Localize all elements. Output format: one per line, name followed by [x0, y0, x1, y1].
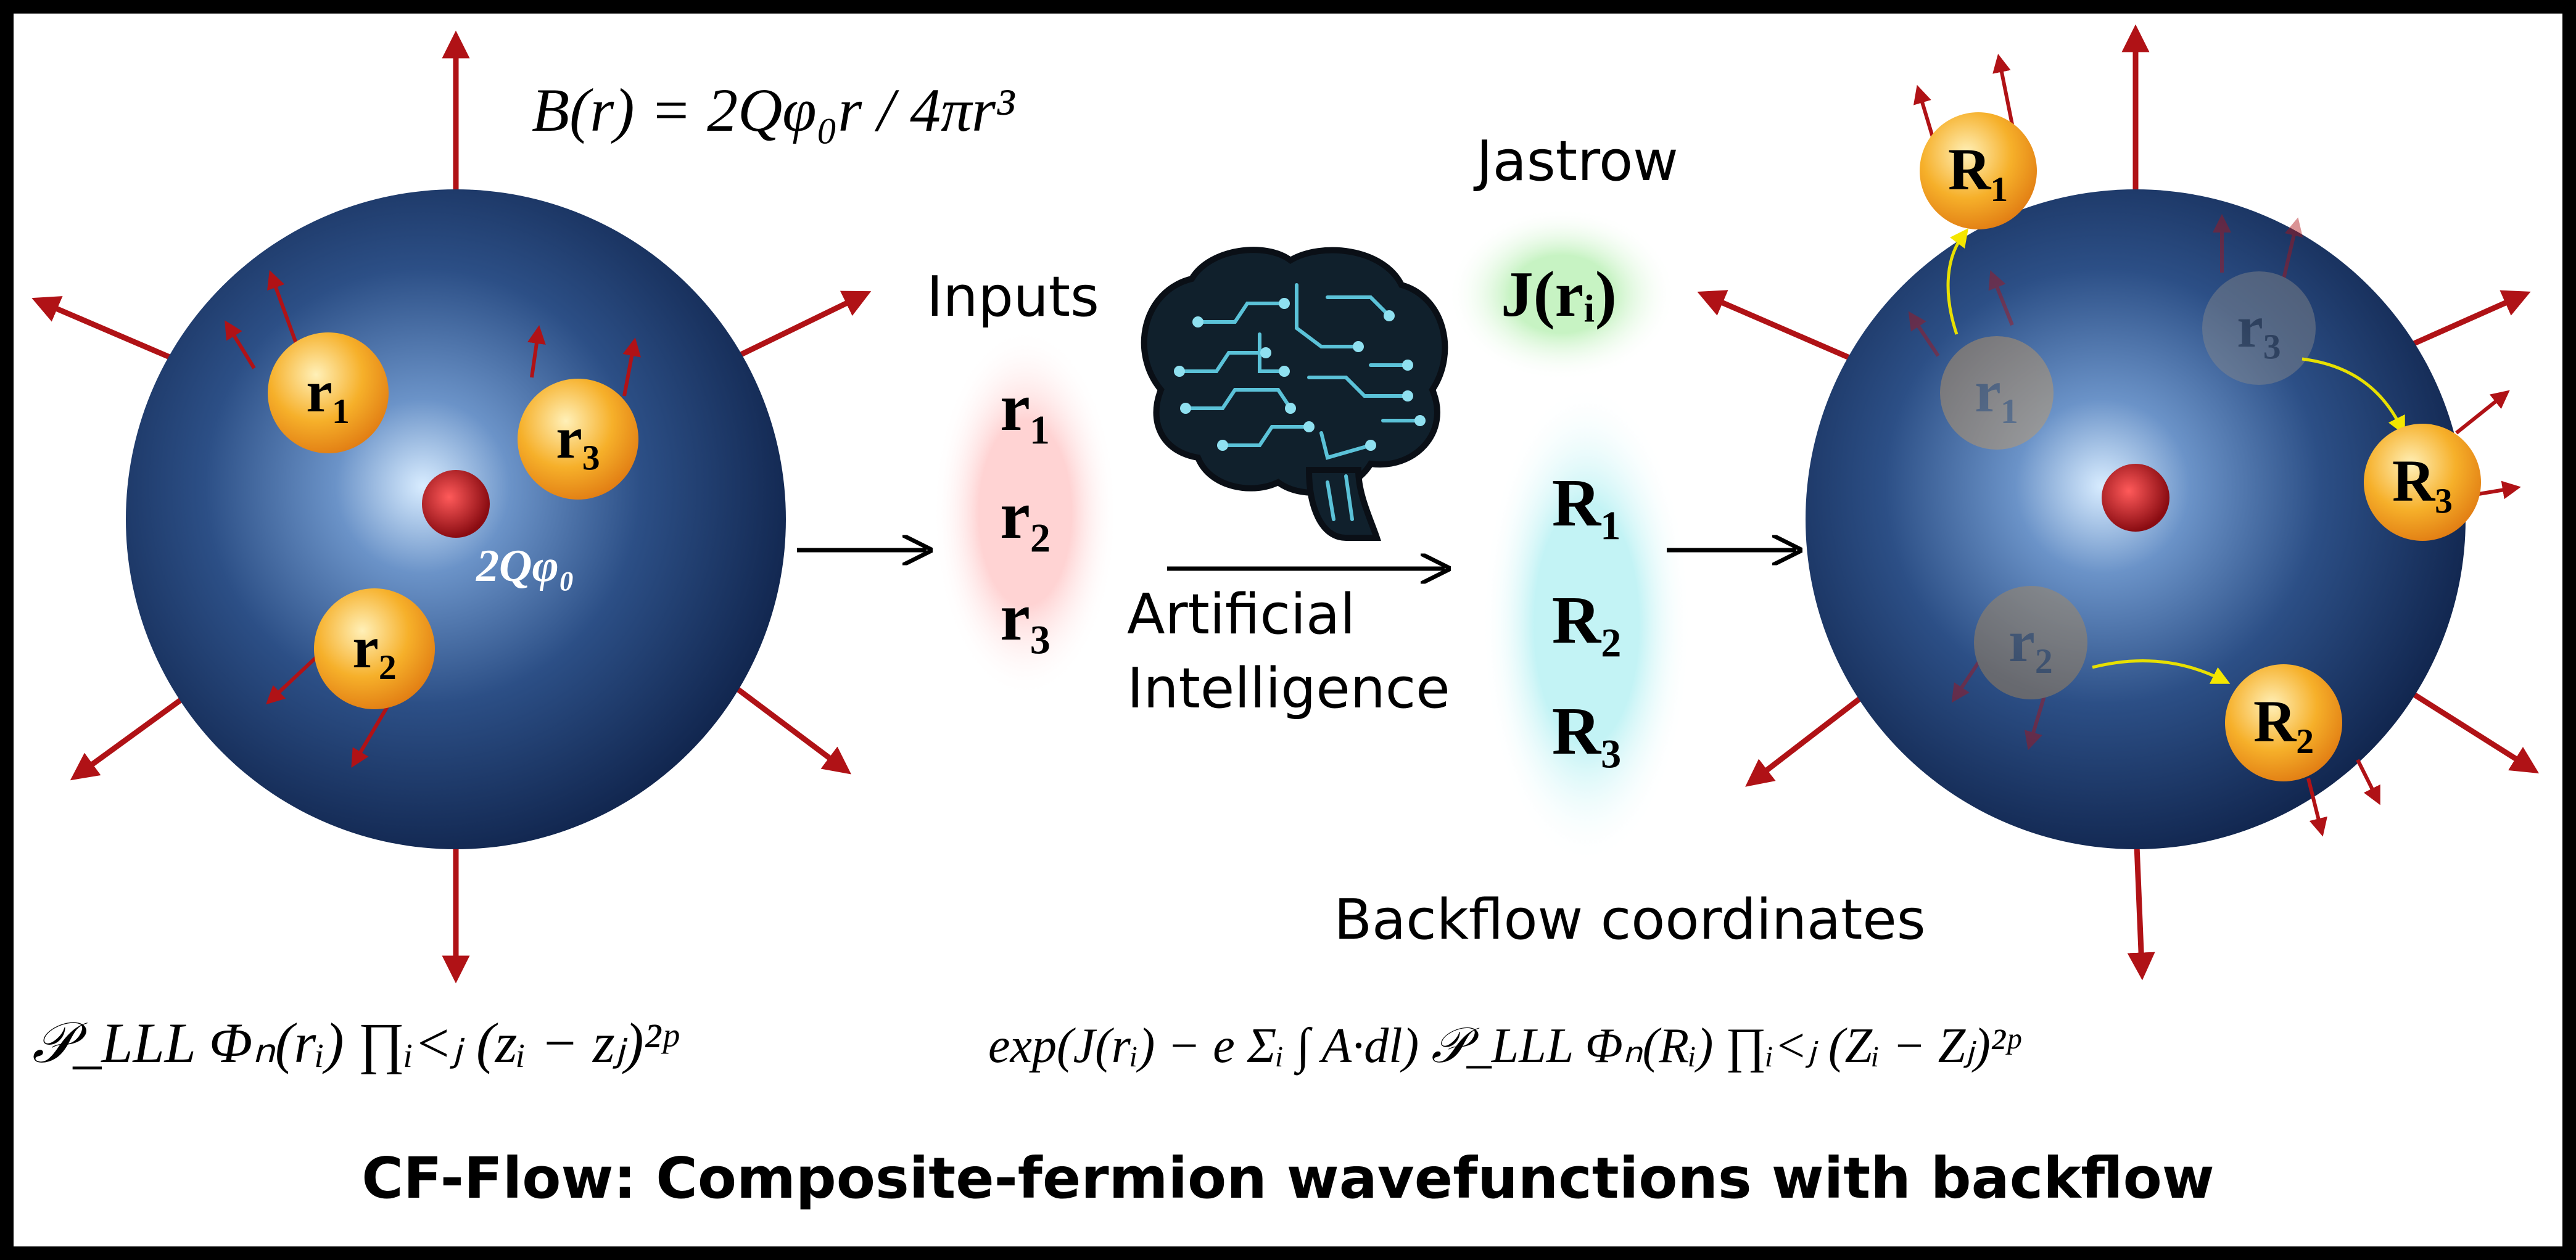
- ai-label-line2: Intelligence: [1127, 656, 1450, 721]
- ghost-r1: r₁: [1975, 358, 2018, 424]
- inputs-label: Inputs: [927, 265, 1099, 329]
- inputs-halo: [933, 328, 1118, 698]
- backflow-R1: R₁: [1552, 465, 1621, 540]
- monopole-right: [2102, 464, 2169, 532]
- field-equation: B(r) = 2Qφ₀r / 4πr³: [532, 76, 1015, 144]
- particle-R3: R₃: [2364, 424, 2481, 541]
- monopole-left: [422, 470, 490, 538]
- input-r3: r₃: [1000, 579, 1051, 654]
- particle-r1: r₁: [268, 332, 389, 453]
- backflow-R2: R₂: [1552, 582, 1621, 657]
- figure-title: CF-Flow: Composite-fermion wavefunctions…: [361, 1145, 2215, 1211]
- formula-left: 𝒫_LLL Φₙ(rᵢ) ∏ᵢ<ⱼ (zᵢ − zⱼ)²ᵖ: [32, 1011, 679, 1074]
- input-r1: r₁: [1000, 369, 1051, 445]
- particle-R2-label: R₂: [2253, 688, 2314, 754]
- flow-arrows: [1946, 228, 2405, 684]
- backflow-group: R₁ R₂ R₃ Backflow coordinates: [1334, 384, 1926, 952]
- particle-r2: r₂: [314, 588, 435, 709]
- figure-canvas: 2Qφ₀ r₁ r₃ r₂ B(r) = 2Qφ₀r / 4πr³ Inputs: [14, 14, 2562, 1246]
- backflow-label: Backflow coordinates: [1334, 887, 1925, 952]
- ghost-r2: r₂: [2008, 608, 2052, 674]
- inputs-group: Inputs r₁ r₂ r₃: [927, 265, 1118, 698]
- particle-R1-label: R₁: [1948, 136, 2008, 202]
- ghost-particles: r₁ r₃ r₂: [1908, 214, 2316, 751]
- particle-arrows-right: [1913, 54, 2521, 837]
- input-r2: r₂: [1000, 477, 1051, 553]
- particle-r1-label: r₁: [306, 358, 350, 424]
- ghost-r3: r₃: [2237, 294, 2281, 360]
- particle-R3-label: R₃: [2392, 448, 2453, 514]
- particle-R1: R₁: [1920, 112, 2037, 229]
- jastrow-halo: [1448, 208, 1676, 381]
- particle-R2: R₂: [2225, 664, 2342, 781]
- backflow-halo: [1482, 384, 1691, 865]
- particle-r3-label: r₃: [556, 405, 600, 471]
- backflow-R3: R₃: [1552, 693, 1621, 768]
- diagram: 2Qφ₀ r₁ r₃ r₂ B(r) = 2Qφ₀r / 4πr³ Inputs: [31, 24, 2540, 1211]
- right-sphere-group: r₁ r₃ r₂ R₁ R₃: [1697, 24, 2540, 981]
- particle-r3: r₃: [518, 379, 638, 500]
- formula-right: exp(J(rᵢ) − e Σᵢ ∫ A·dl) 𝒫_LLL Φₙ(Rᵢ) ∏ᵢ…: [988, 1019, 2021, 1076]
- particle-r2-label: r₂: [352, 614, 396, 680]
- jastrow-symbol: J(rᵢ): [1501, 258, 1617, 330]
- flux-label: 2Qφ₀: [476, 541, 575, 591]
- brain-icon: [1141, 247, 1448, 541]
- left-sphere-group: 2Qφ₀ r₁ r₃ r₂: [31, 30, 872, 984]
- ai-label-line1: Artificial: [1127, 582, 1355, 647]
- jastrow-group: Jastrow J(rᵢ): [1448, 129, 1678, 381]
- jastrow-label: Jastrow: [1473, 129, 1678, 194]
